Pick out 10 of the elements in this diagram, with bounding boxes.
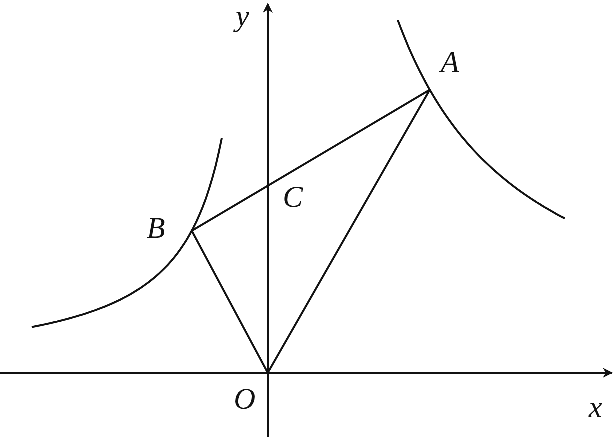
line-segment	[267, 90, 431, 374]
point-label: C	[283, 183, 304, 213]
axis-label: y	[236, 2, 250, 32]
line-segment	[268, 89, 430, 187]
axis-label: x	[589, 393, 602, 423]
line-segment	[191, 230, 269, 374]
point-label: A	[441, 48, 460, 78]
line-segment	[191, 185, 269, 232]
point-label: B	[147, 214, 166, 244]
point-label: O	[234, 385, 256, 415]
